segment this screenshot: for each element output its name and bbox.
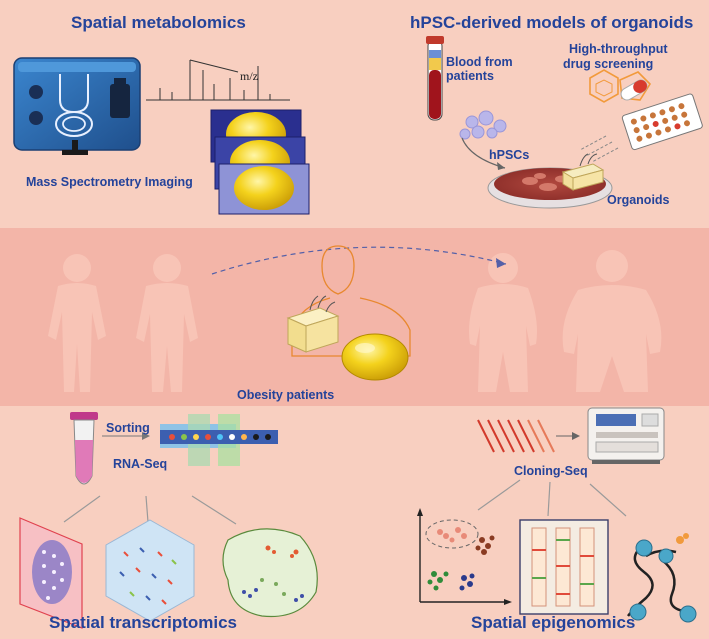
spatial-cluster-map-icon [222,528,318,618]
blood-tube-icon [426,36,444,121]
ms-instrument-icon [13,57,141,155]
screening-label-line2: drug screening [563,57,654,71]
pill-icon [620,79,648,101]
cluster-scatter-plot-icon [417,508,512,605]
chromosome-tracks-icon [519,519,609,615]
sequencer-icon [587,407,665,464]
arrow-head [497,162,505,170]
progression-arrow-head [496,258,506,268]
msi-slides-icon [210,109,310,215]
blood-label-line2: patients [446,69,494,83]
hpsc-label: hPSCs [489,148,530,162]
cloning-arrow-head [572,432,580,440]
hpsc-cells-icon [459,110,507,140]
chromatin-fragments-icon [477,419,555,453]
mz-label: m/z [240,69,258,83]
msi-label: Mass Spectrometry Imaging [26,175,193,189]
fat-droplet-icon [341,333,409,381]
well-plate-icon [621,93,703,151]
obesity-patients-label: Obesity patients [237,388,335,402]
cloning-seq-label: Cloning-Seq [514,464,588,478]
sorting-tube-icon [70,412,98,485]
tissue-section-slide-icon [19,517,83,629]
dashed-arrows [579,135,619,163]
nucleosome-chain-icon [627,533,697,623]
organoid-tissue-block-icon [561,153,605,191]
blood-label-line1: Blood from [446,55,513,69]
spatial-metabolomics-title: Spatial metabolomics [71,13,246,32]
adipose-tissue-block-icon [286,295,340,353]
sorting-arrow-head [142,432,150,440]
mass-spectrum-icon [146,59,290,101]
spatial-transcriptomics-title: Spatial transcriptomics [49,613,238,632]
sorting-barcode-strip [160,414,278,466]
rnaseq-label: RNA-Seq [113,457,168,471]
body-silhouettes [48,250,662,392]
organoids-title: hPSC-derived models of organoids [410,13,694,32]
spatial-epigenomics-title: Spatial epigenomics [471,613,636,632]
progression-arrow [211,246,507,275]
screening-label-line1: High-throughput [569,42,668,56]
transcriptomics-arrows [63,495,237,525]
organoids-label: Organoids [607,193,670,207]
hexagon-array-icon [105,519,195,622]
epigenomics-arrows [477,479,627,517]
sorting-label: Sorting [106,421,150,435]
